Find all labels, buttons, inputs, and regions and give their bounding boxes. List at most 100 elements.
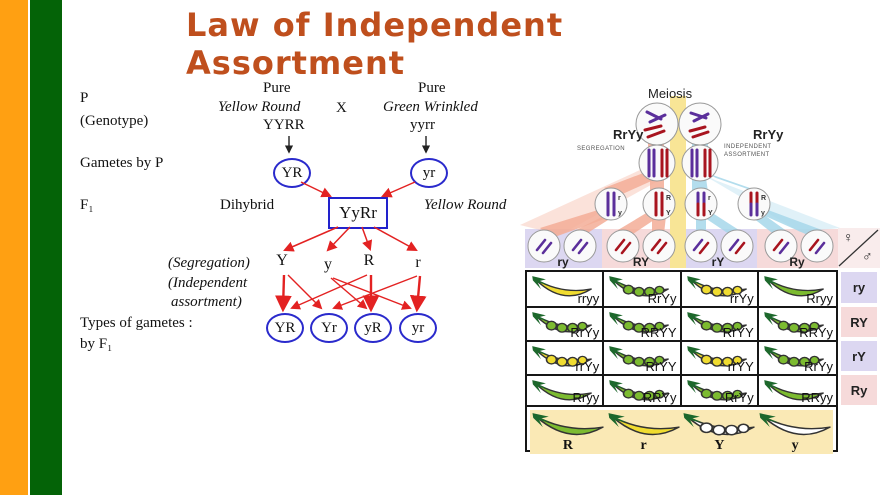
independent-note: (Independent <box>168 275 248 291</box>
genotype-label: RrYy <box>570 325 600 340</box>
punnett-cell: RrYy <box>758 342 836 376</box>
pea-pod <box>763 380 824 401</box>
genotype-label: RrYy <box>804 359 833 374</box>
col-header-ry: ry <box>557 255 569 269</box>
pure-left-label: Pure <box>263 80 291 96</box>
genotype-label: rrYy <box>575 359 600 374</box>
f1-gamete-circle-yR: yR <box>354 313 392 343</box>
male-symbol: ♂ <box>862 248 873 264</box>
svg-text:R: R <box>666 195 671 202</box>
f1-label: F₁ <box>80 197 94 213</box>
legend-allele: r <box>640 438 647 453</box>
genotype-label: RRYy <box>799 325 833 340</box>
f1-genotype-box: YyRr <box>328 197 388 229</box>
svg-text:R: R <box>761 195 766 202</box>
p-label: P <box>80 90 89 106</box>
genotype-label: Rryy <box>806 291 833 306</box>
parent-cell-left-label: RrYy <box>613 127 644 142</box>
col-header-rY: rY <box>711 255 725 269</box>
page-title-line2: Assortment <box>186 44 406 82</box>
pea-pod <box>532 312 592 333</box>
row-header-Ry: Ry <box>841 375 877 405</box>
legend-item-R: R <box>530 410 606 454</box>
allele-y: y <box>324 256 332 273</box>
col-header-Ry: Ry <box>789 255 805 269</box>
gametes-by-p-label: Gametes by P <box>80 155 164 171</box>
genotype-label: RrYy <box>647 291 677 306</box>
svg-text:r: r <box>618 195 621 202</box>
legend-allele: y <box>791 438 799 453</box>
punnett-cell: RRYy <box>758 308 836 342</box>
f1-phenotype: Yellow Round <box>424 197 507 213</box>
gamete-circle-yr: yr <box>410 158 448 188</box>
page-title: Law of Independent Assortment <box>186 6 656 82</box>
f1-gamete-circle-yr: yr <box>399 313 437 343</box>
pure-right-label: Pure <box>418 80 446 96</box>
gamete-circle-YR: YR <box>273 158 311 188</box>
genotype-label: RRyy <box>801 390 833 405</box>
pea-pod <box>686 380 747 401</box>
punnett-grid: rryy RrYy rrYy Rryy RrYy RRYY RrYY <box>525 270 838 454</box>
svg-text:y: y <box>618 210 622 217</box>
punnett-cell: RRyy <box>758 376 836 407</box>
svg-text:r: r <box>708 195 711 202</box>
parent-cell-right-label: RrYy <box>753 127 784 142</box>
pea-pod <box>683 413 756 436</box>
punnett-legend: R r Y y <box>530 410 833 454</box>
pea-pod <box>609 346 670 367</box>
female-symbol: ♀ <box>843 229 854 245</box>
page-title-line1: Law of Independent <box>186 6 564 44</box>
pea-pod <box>763 312 824 333</box>
punnett-cell: RrYy <box>681 376 759 407</box>
parent-left-genotype: YYRR <box>263 117 305 133</box>
f1-gamete-circle-YR: YR <box>266 313 304 343</box>
parent-left-phenotype: Yellow Round <box>218 99 301 115</box>
meiosis-fans-left <box>520 140 666 238</box>
genotype-label: Rryy <box>572 390 600 405</box>
genotype-label: RrYY <box>722 325 754 340</box>
genotype-label: RRYy <box>642 390 677 405</box>
genotype-label: rryy <box>577 291 600 306</box>
allele-R: R <box>363 252 375 269</box>
punnett-cell: rrYY <box>681 342 759 376</box>
punnett-cell: RRYy <box>604 376 682 407</box>
pea-pod <box>532 380 592 401</box>
genotype-label: RRYY <box>640 325 677 340</box>
genotype-label: rrYY <box>727 359 754 374</box>
punnett-cell: rrYy <box>681 272 759 308</box>
pea-pod <box>609 312 670 333</box>
punnett-cell: RRYY <box>604 308 682 342</box>
svg-text:Y: Y <box>666 210 671 217</box>
svg-text:y: y <box>761 210 765 217</box>
col-header-RY: RY <box>632 255 650 269</box>
punnett-cell: rrYy <box>527 342 605 376</box>
pea-pod <box>763 276 824 297</box>
meiosis-title: Meiosis <box>648 86 693 101</box>
by-f1-label: by F₁ <box>80 336 113 352</box>
pea-pod <box>759 413 831 436</box>
parent-gamete-arrows <box>284 136 431 154</box>
assortment-label: ASSORTMENT <box>724 152 770 158</box>
legend-allele: R <box>562 438 573 453</box>
row-header-ry: ry <box>841 272 877 303</box>
punnett-legend-row: R r Y y <box>527 407 836 457</box>
punnett-cell: rryy <box>527 272 605 308</box>
dihybrid-label: Dihybrid <box>220 197 275 213</box>
parent-right-genotype: yyrr <box>410 117 435 133</box>
assortment-note: assortment) <box>171 294 242 310</box>
genotype-label: RrYY <box>645 359 677 374</box>
allele-r: r <box>415 254 421 271</box>
daughter-allele-letters: ry RY rY Ry <box>618 195 766 217</box>
independent-label: INDEPENDENT <box>724 144 772 150</box>
pea-pod <box>686 312 747 333</box>
pea-pod <box>532 413 604 436</box>
pea-pod <box>532 346 592 367</box>
segregation-note: (Segregation) <box>168 255 250 271</box>
pea-pod <box>763 346 824 367</box>
row-header-RY: RY <box>841 307 877 337</box>
pea-pod <box>686 346 747 367</box>
allele-Y: Y <box>276 252 288 269</box>
f1-gamete-circle-Yr: Yr <box>310 313 348 343</box>
types-of-gametes-label: Types of gametes : <box>80 315 193 331</box>
